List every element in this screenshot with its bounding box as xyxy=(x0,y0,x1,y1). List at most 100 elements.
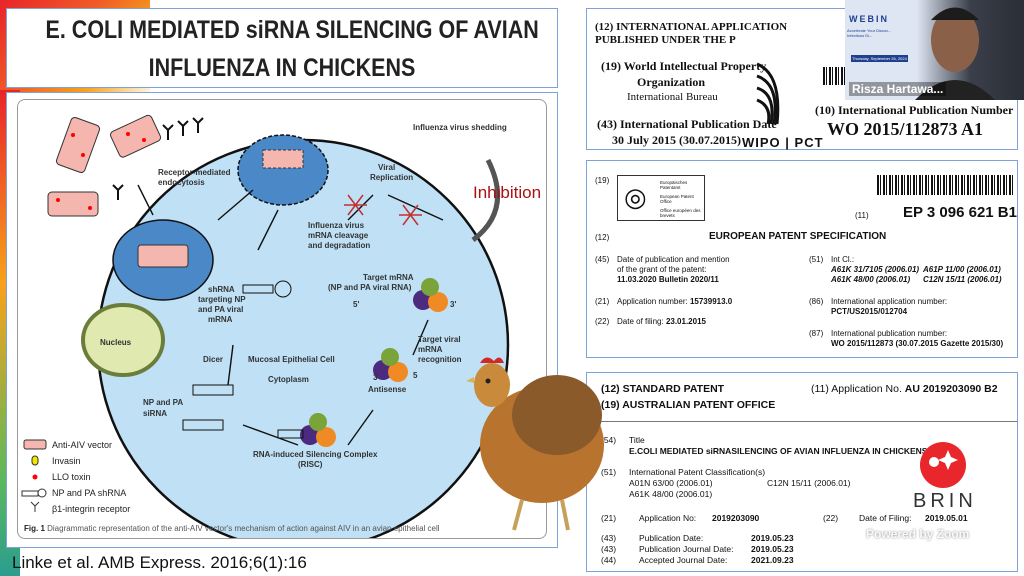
legend-item: β1-integrin receptor xyxy=(52,504,130,514)
strand-end-label: 5 xyxy=(413,371,418,380)
citation: Linke et al. AMB Express. 2016;6(1):16 xyxy=(12,553,307,572)
strand-end-label: 3' xyxy=(450,300,456,309)
code: (54) xyxy=(601,435,617,445)
au-date-row: (43)Publication Date:2019.05.23 xyxy=(601,533,794,543)
shedding-arrow xyxy=(471,158,501,242)
recognition-label: Target viral xyxy=(418,335,461,344)
zoom-watermark: Powered by Zoom xyxy=(866,527,970,541)
epo-name: Europäisches Patentamt xyxy=(660,180,688,190)
code: (43) xyxy=(601,544,617,554)
ipc-code: C12N 15/11 (2006.01) xyxy=(767,478,851,488)
code: (22) xyxy=(595,317,610,326)
viral-replication-label: Viral xyxy=(378,163,395,172)
sirna-label: NP and PA xyxy=(143,398,183,407)
ep-field-value: WO 2015/112873 (30.07.2015 Gazette 2015/… xyxy=(831,339,1004,348)
slide-title: E. COLI MEDIATED siRNA SILENCING OF AVIA… xyxy=(6,8,558,88)
integrin-receptors xyxy=(112,117,204,200)
ep-field-label: International publication number: xyxy=(831,329,948,338)
figure-caption: Fig. 1 Diagrammatic representation of th… xyxy=(24,524,440,533)
shrna-label: mRNA xyxy=(208,315,233,324)
epo-logo-icon: ◎ xyxy=(624,182,647,212)
caption-label: Fig. 1 xyxy=(24,524,45,533)
au-field-value: 2019.05.23 xyxy=(751,544,794,554)
brin-logo-icon xyxy=(920,442,966,488)
anti-aiv-vector xyxy=(47,191,99,217)
ipc-code: A61K 31/7105 (2006.01) xyxy=(831,265,920,274)
recognition-label: mRNA xyxy=(418,345,443,354)
ipc-code: A61K 48/00 (2006.01) xyxy=(831,275,911,284)
epo-name: Office européen des brevets xyxy=(660,208,701,218)
au-title: E.COLI MEDIATED siRNASILENCING OF AVIAN … xyxy=(629,446,928,456)
internalized-vector xyxy=(137,244,189,268)
nucleus-label: Nucleus xyxy=(100,338,132,347)
au-appno-label: (11) Application No. xyxy=(811,383,902,395)
target-mrna-label: Target mRNA xyxy=(363,273,414,282)
code: (45) xyxy=(595,255,610,264)
endocytosis-label: Receptor-mediated xyxy=(158,168,231,177)
chicken-image xyxy=(466,357,604,531)
code: (43) xyxy=(601,533,617,543)
risc-complex xyxy=(300,413,336,447)
au-ipc-label: International Patent Classification(s) xyxy=(629,467,766,477)
legend-item: LLO toxin xyxy=(52,472,91,482)
figure-panel: Influenza virus shedding Inhibition Rece… xyxy=(6,92,558,548)
ep-field-value: 15739913.0 xyxy=(689,297,733,306)
au-date-row: (44)Accepted Journal Date:2021.09.23 xyxy=(601,555,794,565)
wipo-logo-icon xyxy=(756,62,780,125)
shrna-label: targeting NP xyxy=(198,295,246,304)
sirna-duplexes xyxy=(182,280,304,439)
epo-name: European Patent Office xyxy=(660,194,694,204)
code: (19) xyxy=(595,176,610,185)
legend-item: NP and PA shRNA xyxy=(52,488,126,498)
ep-patent-panel: (19) ◎ Europäisches Patentamt European P… xyxy=(586,160,1018,358)
ep-field-value: 11.03.2020 Bulletin 2020/11 xyxy=(617,275,719,284)
target-mrna-label: (NP and PA viral RNA) xyxy=(328,283,412,292)
arrows xyxy=(137,184,444,446)
code: (12) xyxy=(595,233,610,242)
wipo-pubdate: 30 July 2015 (30.07.2015) xyxy=(612,133,741,147)
wipo-org: Organization xyxy=(637,75,705,89)
risc-antisense xyxy=(373,348,408,382)
ep-field-value: 23.01.2015 xyxy=(665,317,706,326)
code: (51) xyxy=(601,467,617,477)
au-field-label: Accepted Journal Date: xyxy=(639,555,728,565)
antisense-label: Antisense xyxy=(368,385,407,394)
wipo-pubdate-label: (43) International Publication Date xyxy=(597,117,777,131)
ep-field-label: Date of publication and mention xyxy=(617,255,730,264)
au-field-label: Application No: xyxy=(639,513,697,523)
inhibition-label: Inhibition xyxy=(473,183,541,202)
code: (86) xyxy=(809,297,824,306)
code: (21) xyxy=(595,297,610,306)
au-date-row: (43)Publication Journal Date:2019.05.23 xyxy=(601,544,794,554)
au-standard-patent: (12) STANDARD PATENT xyxy=(601,383,725,395)
shedding-label: Influenza virus shedding xyxy=(413,123,507,132)
ep-heading: EUROPEAN PATENT SPECIFICATION xyxy=(709,231,887,242)
strand-end-label: 5' xyxy=(353,300,359,309)
ipc-code: C12N 15/11 (2006.01) xyxy=(923,275,1002,284)
au-field-value: 2019.05.01 xyxy=(925,513,968,523)
ep-field-label: Int Cl.: xyxy=(831,255,855,264)
sirna-label: siRNA xyxy=(143,409,167,418)
au-title-label: Title xyxy=(629,435,645,445)
figure-frame: Influenza virus shedding Inhibition Rece… xyxy=(17,99,547,539)
ipc-code: A61K 48/00 (2006.01) xyxy=(629,489,713,499)
shrna-label: and PA viral xyxy=(198,305,243,314)
webinar-banner-title: WEBIN xyxy=(849,14,889,24)
code: (21) xyxy=(601,513,617,523)
code: (22) xyxy=(823,513,839,523)
au-field-value: 2019203090 xyxy=(712,513,760,523)
strand-end-label: 3 xyxy=(373,373,378,382)
webinar-banner-date: Thursday, September 26, 2024 xyxy=(851,55,908,62)
ep-field-label: of the grant of the patent: xyxy=(617,265,707,274)
au-office: (19) AUSTRALIAN PATENT OFFICE xyxy=(601,399,776,411)
recognition-label: recognition xyxy=(418,355,462,364)
au-field-label: Publication Date: xyxy=(639,533,704,543)
ep-field-label: Application number: xyxy=(617,297,688,306)
participant-name: Risza Hartawa... xyxy=(849,82,947,96)
viral-replication-label: Replication xyxy=(370,173,413,182)
code: (11) xyxy=(855,211,869,220)
participant-video[interactable]: WEBIN Accelerate Your Discov... Infectio… xyxy=(845,0,1024,100)
dicer-label: Dicer xyxy=(203,355,223,364)
legend-item: Invasin xyxy=(52,456,81,466)
code: (87) xyxy=(809,329,824,338)
